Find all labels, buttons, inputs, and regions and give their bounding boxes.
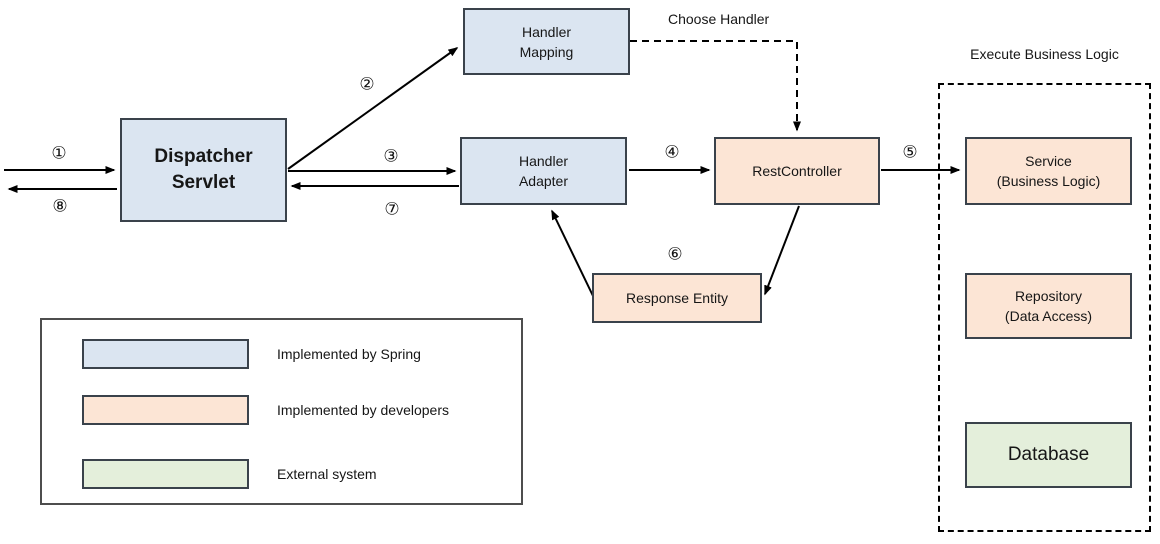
node-label: RestController xyxy=(752,163,842,179)
node-label: (Business Logic) xyxy=(996,173,1101,189)
node-repository: Repository (Data Access) xyxy=(965,273,1132,339)
execute-business-logic-label: Execute Business Logic xyxy=(970,46,1119,62)
step-1-badge: ① xyxy=(51,143,67,163)
arrow-step-2-to-handler-mapping xyxy=(287,47,459,170)
arrow-choose-handler-dashed xyxy=(630,40,801,132)
node-handler-adapter: Handler Adapter xyxy=(460,137,627,205)
legend-swatch-spring xyxy=(82,339,249,369)
node-label: Servlet xyxy=(171,172,236,193)
legend-label-external: External system xyxy=(277,466,377,482)
node-label: Dispatcher xyxy=(154,146,253,167)
execute-business-logic-region xyxy=(938,83,1151,532)
step-8-badge: ⑧ xyxy=(52,196,68,216)
legend-label-spring: Implemented by Spring xyxy=(277,346,421,362)
legend-swatch-developers xyxy=(82,395,249,425)
node-handler-mapping: Handler Mapping xyxy=(463,8,630,75)
node-label: Handler xyxy=(518,153,569,169)
node-label: Response Entity xyxy=(626,290,728,306)
node-label: Adapter xyxy=(518,173,569,189)
node-label: Handler xyxy=(521,23,572,40)
step-6-badge: ⑥ xyxy=(667,244,683,264)
node-label: Repository xyxy=(1015,288,1082,304)
step-2-badge: ② xyxy=(359,74,375,94)
node-dispatcher-servlet: Dispatcher Servlet xyxy=(120,118,287,222)
legend-label-developers: Implemented by developers xyxy=(277,402,449,418)
step-3-badge: ③ xyxy=(383,146,399,166)
step-7-badge: ⑦ xyxy=(384,199,400,219)
arrow-restcontroller-to-response-entity xyxy=(764,205,800,296)
legend-swatch-external xyxy=(82,459,249,489)
node-service: Service (Business Logic) xyxy=(965,137,1132,205)
node-response-entity: Response Entity xyxy=(592,273,762,323)
choose-handler-label: Choose Handler xyxy=(668,11,770,27)
node-label: Database xyxy=(1007,444,1090,465)
node-restcontroller: RestController xyxy=(714,137,880,205)
arrow-step-6-response-entity-to-adapter xyxy=(551,209,595,299)
node-label: (Data Access) xyxy=(1004,308,1093,324)
step-5-badge: ⑤ xyxy=(902,142,918,162)
step-4-badge: ④ xyxy=(664,142,680,162)
node-label: Mapping xyxy=(519,43,574,60)
node-database: Database xyxy=(965,422,1132,488)
node-label: Service xyxy=(1025,153,1072,169)
legend-box: Implemented by Spring Implemented by dev… xyxy=(40,318,523,505)
